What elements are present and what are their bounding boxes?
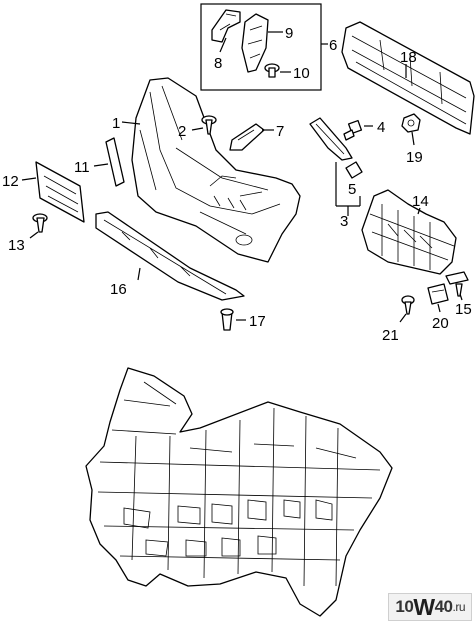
callout-6: 6 — [329, 37, 337, 54]
side-bracket-part-14 — [361, 189, 457, 275]
fastener-part-17 — [220, 308, 234, 331]
callout-18: 18 — [400, 49, 417, 66]
clip-part-15 — [445, 271, 469, 297]
site-watermark: 10 W 40 .ru — [388, 593, 472, 621]
license-plate-bracket-part-12 — [35, 161, 85, 223]
clip-part-5 — [345, 161, 363, 179]
callout-17: 17 — [249, 313, 266, 330]
bolt-part-21 — [401, 295, 415, 315]
callout-9: 9 — [285, 25, 293, 42]
bracket-part-3 — [309, 117, 353, 161]
bumper-cover-part-1 — [131, 77, 301, 263]
callout-14: 14 — [412, 193, 429, 210]
callout-13: 13 — [8, 237, 25, 254]
screw-part-2 — [201, 115, 217, 135]
bracket-part-20 — [427, 283, 449, 305]
bracket-part-7 — [229, 123, 265, 151]
callout-12: 12 — [2, 173, 19, 190]
part-11 — [105, 137, 125, 187]
callout-10: 10 — [293, 65, 310, 82]
callout-1: 1 — [112, 115, 120, 132]
callout-7: 7 — [276, 123, 284, 140]
watermark-part-2: W — [413, 593, 435, 620]
callout-3: 3 — [340, 213, 348, 230]
callout-11: 11 — [74, 159, 90, 176]
clip-part-10 — [264, 63, 280, 78]
watermark-part-1: 10 — [395, 597, 414, 616]
watermark-part-4: .ru — [452, 600, 465, 614]
bolt-part-4 — [343, 119, 363, 141]
screw-part-13 — [32, 213, 48, 233]
reinforcement-bar-part-18 — [341, 21, 475, 135]
callout-5: 5 — [348, 181, 356, 198]
callout-4: 4 — [377, 119, 385, 136]
nut-part-19 — [401, 113, 421, 133]
engine-undercover-part — [85, 367, 393, 617]
callout-15: 15 — [455, 301, 472, 318]
inset-box-group-6 — [200, 3, 322, 91]
watermark-part-3: 40 — [434, 597, 453, 616]
callout-21: 21 — [382, 327, 399, 344]
lower-valance-part-16 — [95, 211, 245, 301]
callout-19: 19 — [406, 149, 423, 166]
callout-16: 16 — [110, 281, 127, 298]
bracket-part-8 — [211, 9, 241, 43]
bracket-part-9 — [241, 13, 269, 73]
callout-2: 2 — [178, 123, 186, 140]
callout-8: 8 — [214, 55, 222, 72]
callout-20: 20 — [432, 315, 449, 332]
